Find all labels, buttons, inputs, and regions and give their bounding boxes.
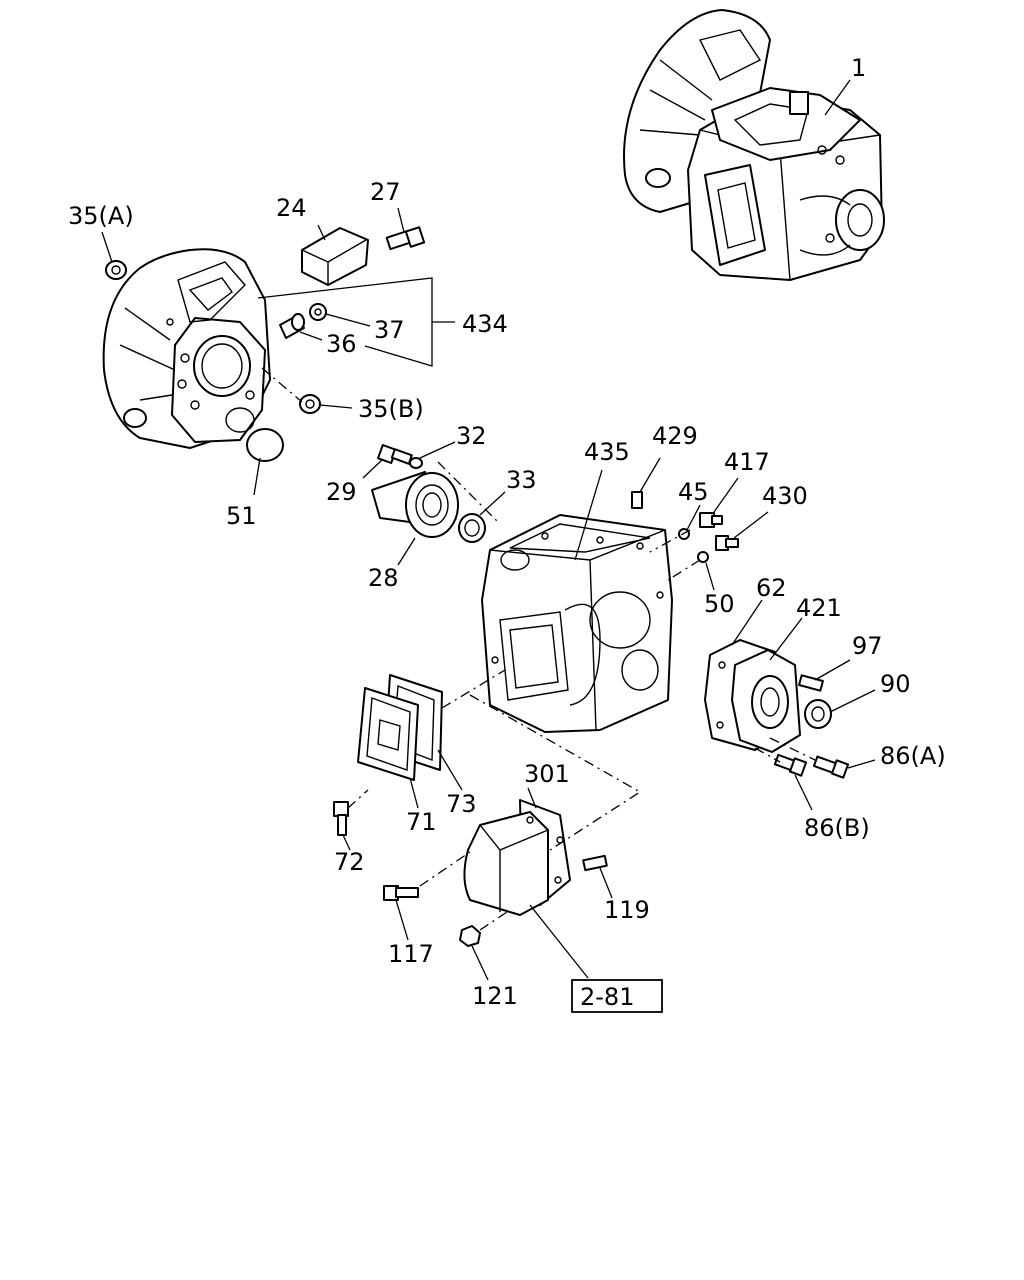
bolt-86b [773,753,808,777]
seal-33 [458,513,486,543]
transmission-case-435 [481,514,673,733]
label-62: 62 [756,574,787,602]
label-71: 71 [406,808,437,836]
label-421: 421 [796,594,842,622]
label-27: 27 [370,178,401,206]
label-36: 36 [326,330,357,358]
pto-cover-301 [463,799,571,916]
side-cover-71 [357,687,419,781]
part-labels: 1 35(A) 24 27 434 37 36 35(B) 51 32 29 3… [68,54,946,1013]
bolt-86a [812,755,850,779]
reference-label: 2-81 [580,983,634,1011]
label-50: 50 [704,590,735,618]
label-417: 417 [724,448,770,476]
bolt-27 [385,226,426,251]
bolt-29 [377,444,413,465]
pin-36 [279,313,305,339]
label-24: 24 [276,194,307,222]
label-37: 37 [374,316,405,344]
label-72: 72 [334,848,365,876]
bolt-117 [383,885,419,901]
label-97: 97 [852,632,883,660]
oring-50 [697,551,709,563]
front-cover-28 [371,471,459,538]
bolt-72 [333,801,349,836]
plug-417 [699,512,723,528]
label-434: 434 [462,310,508,338]
reference-box [571,979,663,1013]
label-29: 29 [326,478,357,506]
washer-35b [299,394,321,414]
assembly-lines [261,367,816,931]
stud-119 [582,854,608,872]
bolt-97 [798,674,824,692]
label-35a: 35(A) [68,202,134,230]
label-121: 121 [472,982,518,1010]
seal-90 [804,699,832,729]
washer-35a [105,260,127,280]
leader-lines [101,79,876,981]
label-28: 28 [368,564,399,592]
label-430: 430 [762,482,808,510]
label-73: 73 [446,790,477,818]
label-86b: 86(B) [804,814,870,842]
pin-429 [631,491,643,509]
oring-32 [409,457,423,469]
plug-51 [246,428,284,462]
label-429: 429 [652,422,698,450]
label-117: 117 [388,940,434,968]
label-35b: 35(B) [358,395,424,423]
label-33: 33 [506,466,537,494]
label-435: 435 [584,438,630,466]
label-90: 90 [880,670,911,698]
ring-37 [309,303,327,321]
cover-421 [731,649,801,753]
label-45: 45 [678,478,709,506]
bracket-24 [301,227,369,286]
clutch-housing [102,248,271,449]
plug-430 [715,535,739,551]
label-119: 119 [604,896,650,924]
label-1: 1 [851,54,866,82]
label-301: 301 [524,760,570,788]
label-86a: 86(A) [880,742,946,770]
transmission-assembly [623,9,885,281]
label-51: 51 [226,502,257,530]
label-32: 32 [456,422,487,450]
nut-121 [459,925,481,947]
